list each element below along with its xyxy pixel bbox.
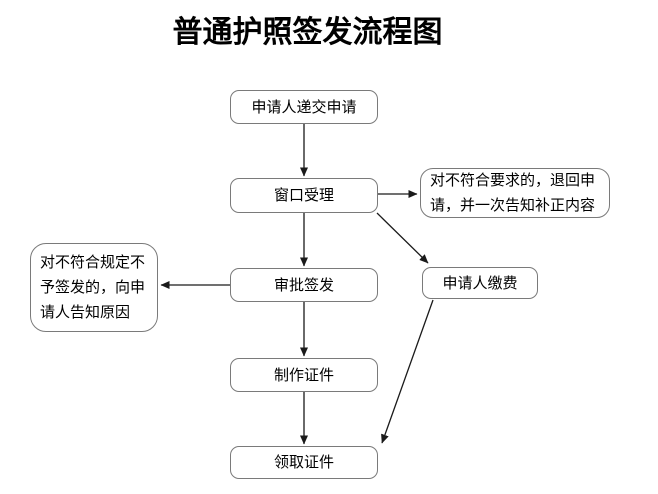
node-return-notice-label: 对不符合要求的，退回申请，并一次告知补正内容: [430, 172, 596, 214]
node-produce-label: 制作证件: [273, 366, 334, 384]
node-reject-notice-label: 对不符合规定不予签发的，向申请人告知原因: [40, 254, 146, 321]
node-collect: 领取证件: [230, 446, 378, 479]
node-produce: 制作证件: [230, 358, 378, 392]
edge-pay-collect: [381, 299, 434, 444]
node-approve: 审批签发: [230, 268, 378, 302]
node-approve-label: 审批签发: [273, 276, 334, 294]
node-collect-label: 领取证件: [273, 454, 334, 471]
node-pay: 申请人缴费: [422, 267, 538, 299]
node-reject-notice: 对不符合规定不予签发的，向申请人告知原因: [30, 243, 158, 332]
node-submit: 申请人递交申请: [230, 90, 378, 124]
node-window: 窗口受理: [230, 178, 378, 213]
page-title: 普通护照签发流程图: [172, 16, 443, 49]
node-return-notice: 对不符合要求的，退回申请，并一次告知补正内容: [420, 168, 610, 218]
node-window-label: 窗口受理: [273, 187, 334, 204]
node-pay-label: 申请人缴费: [442, 274, 518, 292]
node-submit-label: 申请人递交申请: [251, 98, 357, 116]
edge-window-pay: [376, 212, 429, 264]
